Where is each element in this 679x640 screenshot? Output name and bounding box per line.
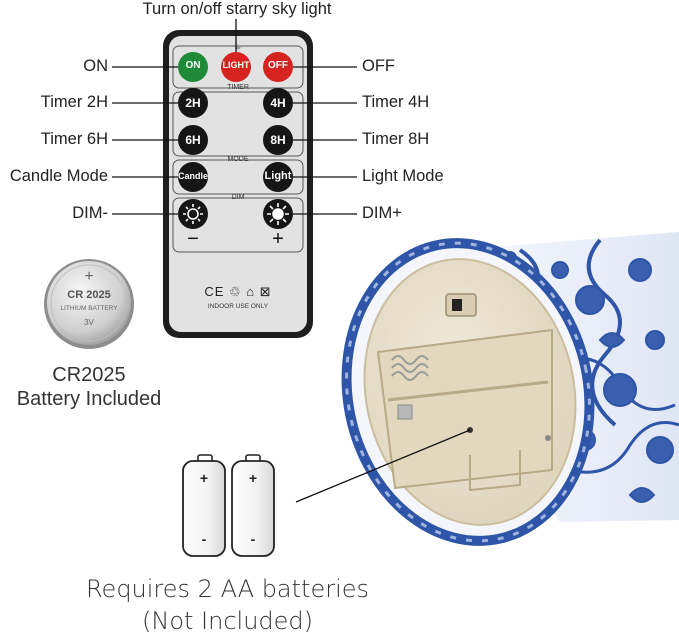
dim-minus-callout: DIM- — [72, 204, 108, 222]
coin-plus-mark: + — [84, 268, 94, 285]
light-mode-label: Light — [264, 170, 292, 182]
off-button-label: OFF — [268, 60, 288, 71]
timer-4h-label: 4H — [270, 96, 286, 110]
candle-mode-label: Candle — [177, 171, 208, 181]
coin-model: CR 2025 — [67, 289, 111, 301]
aa-battery-2 — [231, 454, 275, 557]
candle-mode-callout: Candle Mode — [9, 167, 108, 185]
remote-control — [163, 30, 313, 338]
mode-section-label: MODE — [227, 156, 249, 163]
starry-sky-callout: Turn on/off starry sky light — [142, 0, 332, 18]
dim-minus-button[interactable] — [178, 199, 208, 229]
callout-lines — [112, 19, 357, 215]
battery-pointer-line — [295, 429, 471, 503]
light-button[interactable] — [221, 52, 251, 82]
timer-2h-label: 2H — [185, 96, 201, 110]
dim-section-label: DIM — [231, 194, 245, 201]
coin-cell-battery — [44, 259, 134, 349]
battery-compartment — [376, 328, 553, 490]
timer-8h-callout: Timer 8H — [362, 130, 430, 148]
aa-2-plus: + — [248, 470, 258, 486]
candle-cylinder — [341, 232, 679, 546]
sun-bright-icon — [267, 203, 289, 225]
coin-chemistry: LITHIUM BATTERY — [60, 305, 118, 312]
battery-springs — [391, 355, 429, 381]
timer-2h-callout: Timer 2H — [40, 93, 108, 111]
timer-4h-callout: Timer 4H — [362, 93, 430, 111]
indoor-use-label: INDOOR USE ONLY — [207, 303, 269, 310]
off-button[interactable] — [263, 52, 293, 82]
timer-8h-button[interactable] — [263, 125, 293, 155]
coin-voltage: 3V — [84, 318, 94, 327]
coin-caption-included: Battery Included — [16, 388, 162, 410]
timer-8h-label: 8H — [270, 133, 286, 147]
on-button[interactable] — [178, 52, 208, 82]
on-button-label: ON — [185, 60, 201, 71]
candle-mode-button[interactable] — [178, 162, 208, 192]
timer-6h-label: 6H — [185, 133, 201, 147]
sun-dim-icon — [183, 204, 203, 224]
light-mode-button[interactable] — [263, 162, 293, 192]
aa-battery-1 — [182, 454, 226, 557]
aa-2-minus: - — [250, 531, 256, 547]
aa-1-plus: + — [199, 470, 209, 486]
off-callout: OFF — [362, 57, 395, 75]
minus-sign: − — [187, 228, 199, 250]
on-callout: ON — [83, 57, 108, 75]
dim-plus-callout: DIM+ — [362, 204, 402, 222]
aa-requirement-line2: (Not Included) — [142, 607, 313, 635]
light-button-label: LIGHT — [222, 60, 250, 70]
plus-sign: + — [272, 228, 284, 250]
timer-6h-callout: Timer 6H — [40, 130, 108, 148]
coin-caption-model: CR2025 — [52, 364, 126, 386]
light-mode-callout: Light Mode — [362, 167, 444, 185]
certification-marks: CE ♲ ⌂ ⊠ — [204, 284, 272, 299]
timer-2h-button[interactable] — [178, 88, 208, 118]
timer-6h-button[interactable] — [178, 125, 208, 155]
aa-requirement-line1: Requires 2 AA batteries — [85, 575, 370, 603]
aa-1-minus: - — [201, 531, 207, 547]
timer-section-label: TIMER — [227, 84, 249, 91]
timer-4h-button[interactable] — [263, 88, 293, 118]
